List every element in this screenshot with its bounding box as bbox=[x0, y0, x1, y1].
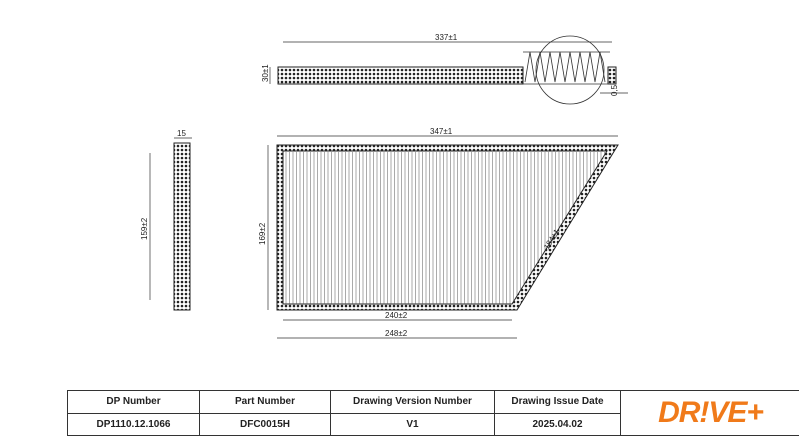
dim-bottom-outer: 248±2 bbox=[385, 329, 408, 338]
value-part-number: DFC0015H bbox=[200, 413, 331, 435]
value-issue-date: 2025.04.02 bbox=[495, 413, 621, 435]
top-profile-view: 337±1 30±1 0,5 bbox=[261, 33, 628, 105]
dim-side-height: 159±2 bbox=[140, 217, 149, 240]
technical-drawing: 337±1 30±1 0,5 15 159±2 347±1 169±2 184±… bbox=[140, 33, 628, 339]
header-version: Drawing Version Number bbox=[331, 391, 495, 414]
header-dp-number: DP Number bbox=[68, 391, 200, 414]
dim-bottom-inner: 240±2 bbox=[385, 311, 408, 320]
value-dp-number: DP1110.12.1066 bbox=[68, 413, 200, 435]
dim-top-height: 30±1 bbox=[261, 64, 270, 82]
dim-main-width: 347±1 bbox=[430, 127, 453, 136]
side-view: 15 159±2 bbox=[140, 129, 192, 311]
dim-main-height: 169±2 bbox=[258, 222, 267, 245]
value-version: V1 bbox=[331, 413, 495, 435]
dim-pleat-gap: 0,5 bbox=[610, 84, 619, 96]
dim-top-length: 337±1 bbox=[435, 33, 458, 42]
front-view: 347±1 169±2 184±1 240±2 248±2 bbox=[258, 127, 619, 339]
title-block: DP Number Part Number Drawing Version Nu… bbox=[67, 390, 799, 436]
header-issue-date: Drawing Issue Date bbox=[495, 391, 621, 414]
dim-side-width: 15 bbox=[177, 129, 186, 138]
drive-plus-logo: DR!VE+ bbox=[658, 396, 764, 429]
header-part-number: Part Number bbox=[200, 391, 331, 414]
